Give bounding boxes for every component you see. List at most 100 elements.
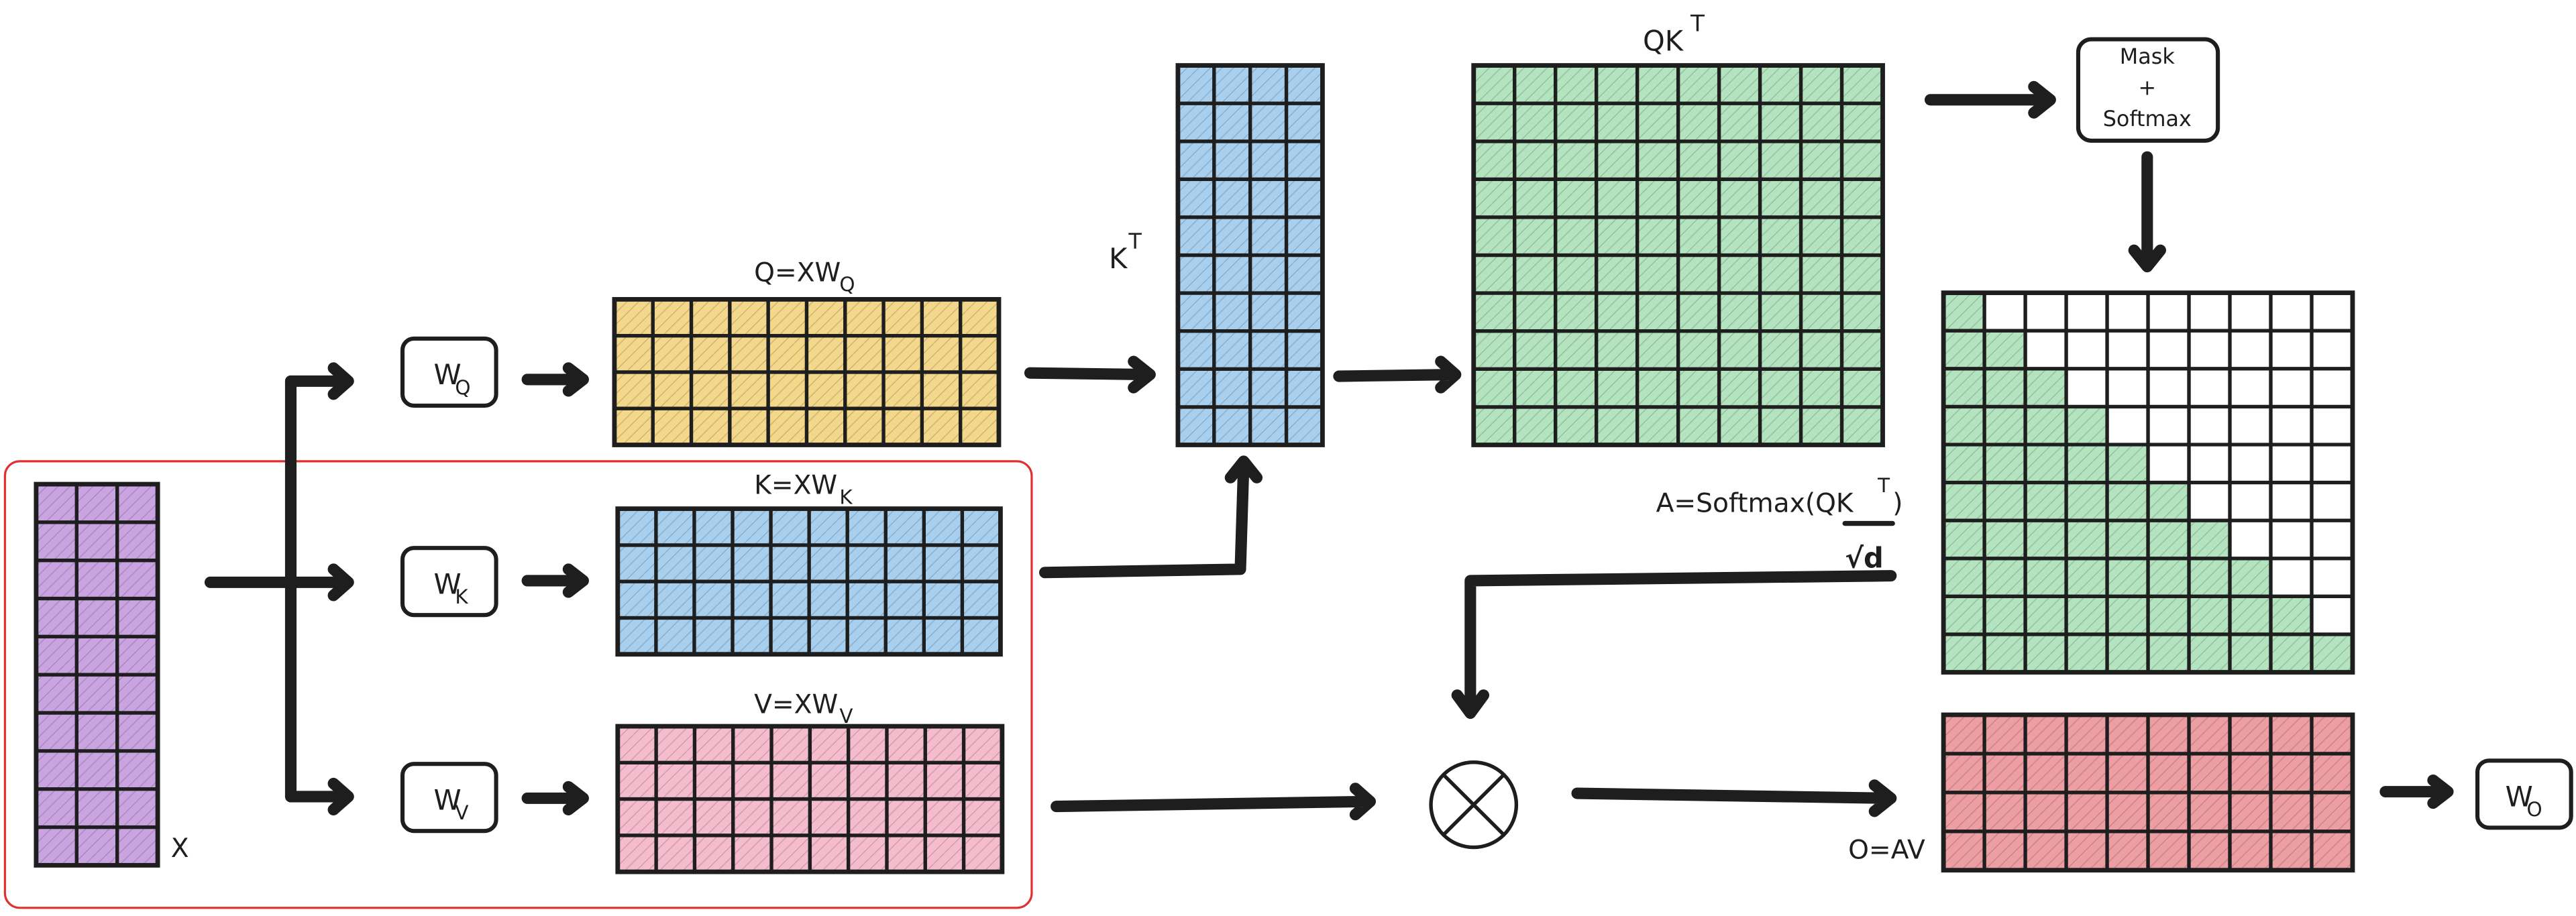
attn-cell-hatch [1984,634,2026,673]
qkt-cell-hatch [1555,331,1597,369]
attn-cell-hatch [2148,558,2190,597]
x-cell-hatch [36,675,77,713]
k-cell-hatch [962,618,1001,654]
attn-cell-hatch [1984,596,2026,634]
plus-label: + [2138,76,2156,101]
k-equation: K=XW K [754,471,853,509]
kt-cell-hatch [1177,369,1214,407]
attn-cell-hatch [2066,406,2108,445]
qkt-cell-hatch [1841,331,1883,369]
o-cell-hatch [1984,753,2026,793]
attn-cell-hatch [2025,558,2067,597]
qkt-cell-hatch [1760,103,1801,141]
k-cell-hatch [617,581,656,618]
q-cell-hatch [883,371,922,409]
o-cell-hatch [2189,792,2230,832]
x-cell-hatch [36,598,77,637]
q-cell-hatch [768,299,807,336]
kt-cell-hatch [1250,217,1287,255]
attn-cell [2230,520,2271,559]
kt-cell-hatch [1214,406,1250,445]
attn-cell-hatch [2148,596,2190,634]
q-cell-hatch [729,299,769,336]
qkt-cell-hatch [1801,331,1842,369]
v-cell-hatch [771,762,810,799]
qkt-cell-hatch [1473,141,1515,180]
qkt-cell-hatch [1514,217,1556,255]
o-cell-hatch [2066,792,2108,832]
qkt-cell-hatch [1760,179,1801,217]
qkt-cell-hatch [1678,331,1719,369]
qkt-label: QK T [1643,10,1705,57]
x-cell-hatch [76,750,117,789]
attn-cell-hatch [1943,482,1985,521]
o-cell-hatch [2107,753,2149,793]
x-cell-hatch [76,522,117,561]
attn-cell [2230,331,2271,369]
qkt-cell-hatch [1637,217,1678,255]
qkt-cell-hatch [1596,255,1638,294]
v-equation-text: V=XW [754,690,838,720]
matrix-x [34,481,160,868]
attn-cell-hatch [2107,634,2149,673]
q-cell-hatch [691,408,730,445]
matrix-k-transpose [1175,63,1325,447]
k-cell-hatch [885,581,924,618]
multiply-operator [1429,760,1519,850]
qkt-cell-hatch [1637,331,1678,369]
v-cell-hatch [886,762,926,799]
qkt-cell-hatch [1514,406,1556,445]
attn-border [1941,290,2355,675]
arrow-wk-to-k [521,563,589,598]
kt-cell-hatch [1177,179,1214,217]
q-cell-hatch [960,371,999,409]
matrix-v [615,724,1005,874]
o-cell-hatch [1984,831,2026,870]
o-cell-hatch [2107,714,2149,754]
k-cell-hatch [885,545,924,582]
qkt-cell-hatch [1555,293,1597,331]
o-cell-hatch [2107,831,2149,870]
qkt-cell-hatch [1473,293,1515,331]
v-equation-subscript: V [839,705,853,728]
k-cell-hatch [924,508,963,545]
attn-cell-hatch [2107,444,2149,483]
q-equation-text: Q=XW [754,258,841,288]
qkt-cell-hatch [1678,293,1719,331]
o-cell-hatch [2270,753,2312,793]
v-cell-hatch [848,726,887,763]
kt-cell-hatch [1177,217,1214,255]
k-cell-hatch [962,581,1001,618]
attn-cell-hatch [2107,482,2149,521]
attn-cell [2230,444,2271,483]
qkt-cell-hatch [1596,369,1638,407]
attn-cell [2311,520,2353,559]
o-cell-hatch [1943,714,1985,754]
qkt-cell-hatch [1719,255,1760,294]
q-cell-hatch [960,299,999,336]
x-cell-hatch [76,827,117,866]
k-cell-hatch [733,618,771,654]
q-cell-hatch [806,335,845,372]
matrix-qk-transpose [1471,63,1885,447]
o-cell-hatch [2189,753,2230,793]
attn-cell [2107,331,2149,369]
qkt-cell-hatch [1637,103,1678,141]
qkt-cell-hatch [1514,369,1556,407]
attn-cell [1984,292,2026,331]
kt-cell-hatch [1250,331,1287,369]
qkt-cell-hatch [1719,331,1760,369]
qkt-cell-hatch [1760,293,1801,331]
kt-cell-hatch [1286,65,1323,104]
o-cell-hatch [2025,714,2067,754]
attn-cell [2230,292,2271,331]
qkt-cell-hatch [1637,141,1678,180]
x-cell-hatch [76,484,117,522]
x-cell-hatch [76,675,117,713]
qkt-cell-hatch [1841,255,1883,294]
attn-cell-hatch [2066,444,2108,483]
attn-cell [2270,520,2312,559]
qkt-cell-hatch [1514,255,1556,294]
attn-cell [2311,444,2353,483]
qkt-cell-hatch [1801,141,1842,180]
